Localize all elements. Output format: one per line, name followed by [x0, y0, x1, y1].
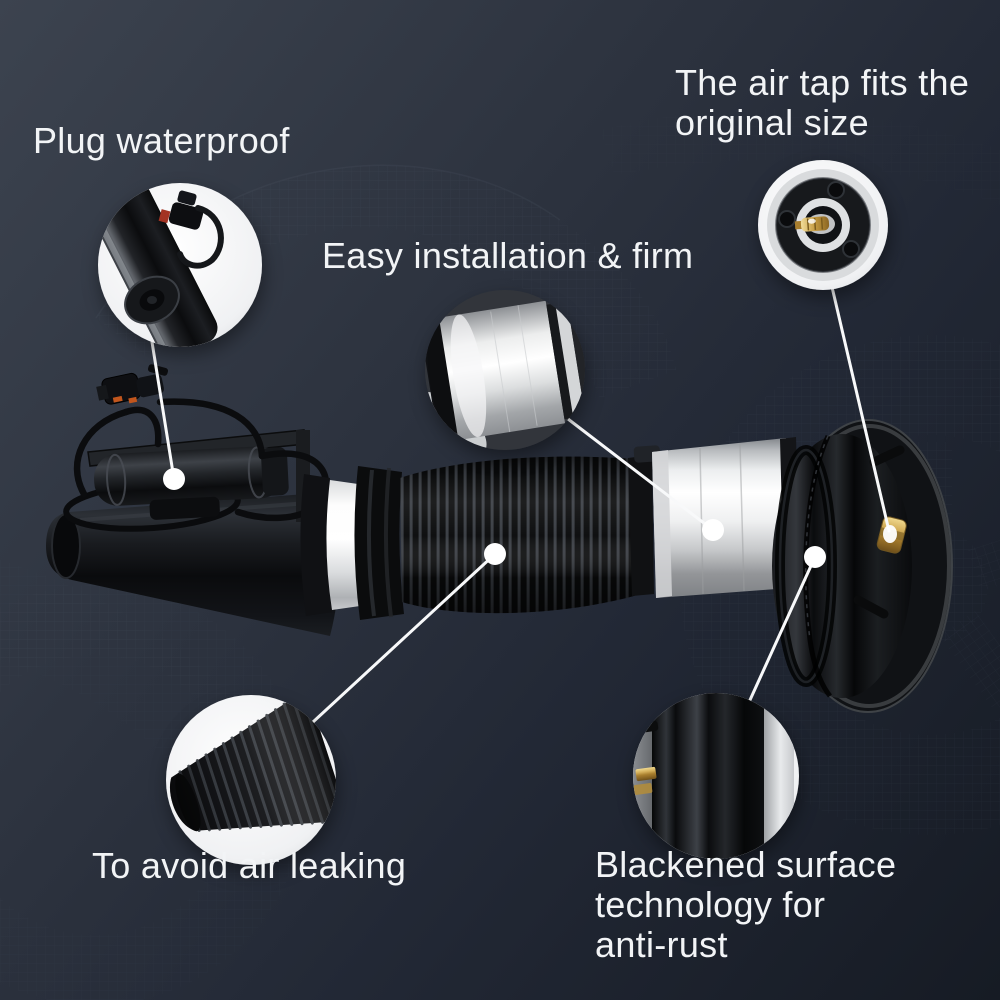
- ribbed-bellows-icon: [170, 695, 336, 833]
- mount-stud-top: [869, 445, 905, 467]
- label-blackened-line3: anti-rust: [595, 924, 728, 965]
- label-air-tap-line2: original size: [675, 102, 869, 143]
- piston-seal-stack: [300, 466, 404, 620]
- air-valve-icon: [794, 216, 830, 232]
- plug-connector-icon: [158, 190, 224, 269]
- callout-dots: [163, 468, 897, 568]
- callout-line-bellows: [311, 552, 497, 724]
- solenoid-reservoir: [93, 446, 289, 520]
- air-suspension-strut: [46, 364, 953, 713]
- label-blackened-surface: Blackened surface technology for anti-ru…: [595, 845, 896, 965]
- callout-dot-airtap: [883, 525, 897, 543]
- label-air-tap: The air tap fits the original size: [675, 63, 969, 143]
- label-easy-installation: Easy installation & firm: [322, 235, 694, 276]
- callout-line-dome: [748, 555, 817, 702]
- rubber-bellows: [400, 456, 648, 614]
- callout-dot-piston: [702, 519, 724, 541]
- callout-dot-bellows: [484, 543, 506, 565]
- blackened-top-mount: [772, 419, 953, 713]
- mount-stud-bottom: [853, 595, 889, 619]
- callout-line-plug: [150, 340, 176, 481]
- callout-dot-dome: [804, 546, 826, 568]
- callout-line-piston: [566, 417, 715, 532]
- label-blackened-line1: Blackened surface: [595, 844, 897, 885]
- inset-plug-detail: [98, 183, 262, 347]
- label-air-tap-line1: The air tap fits the: [675, 62, 970, 103]
- waterproof-plug-connector: [96, 364, 169, 405]
- inset-airtap-detail: [758, 160, 888, 290]
- inset-bellows-detail: [166, 695, 336, 865]
- callout-line-airtap: [830, 285, 891, 533]
- wiring-harness: [73, 398, 330, 522]
- label-avoid-air-leaking: To avoid air leaking: [92, 845, 407, 886]
- callout-lines: [150, 285, 891, 724]
- callout-dot-plug: [163, 468, 185, 490]
- blackened-surface-icon: [633, 693, 794, 859]
- mount-bolts-icon: [778, 181, 860, 258]
- label-plug-waterproof: Plug waterproof: [33, 120, 290, 161]
- label-blackened-line2: technology for: [595, 884, 826, 925]
